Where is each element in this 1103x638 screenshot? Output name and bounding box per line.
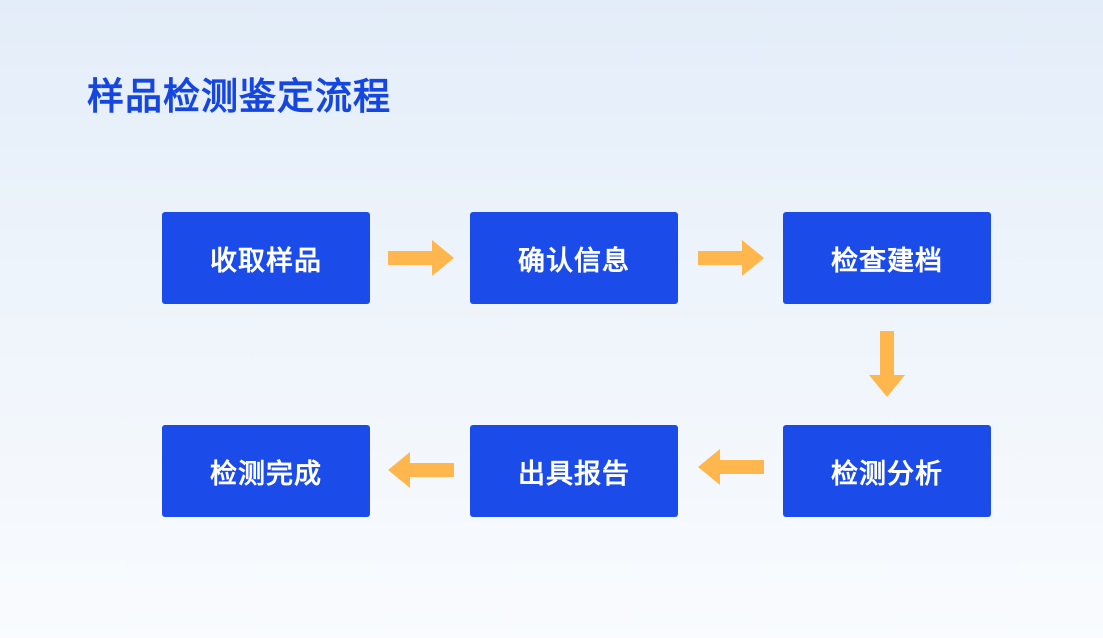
arrow-left-icon	[698, 449, 764, 485]
arrow-right-icon	[388, 240, 454, 276]
step-test-analysis: 检测分析	[783, 425, 991, 517]
page-title: 样品检测鉴定流程	[87, 75, 391, 118]
arrow-right-icon	[698, 240, 764, 276]
arrow-left-icon	[388, 452, 454, 488]
step-inspect-archive: 检查建档	[783, 212, 991, 304]
arrow-down-icon	[869, 331, 905, 397]
step-issue-report: 出具报告	[470, 425, 678, 517]
step-test-complete: 检测完成	[162, 425, 370, 517]
step-collect-sample: 收取样品	[162, 212, 370, 304]
step-confirm-info: 确认信息	[470, 212, 678, 304]
